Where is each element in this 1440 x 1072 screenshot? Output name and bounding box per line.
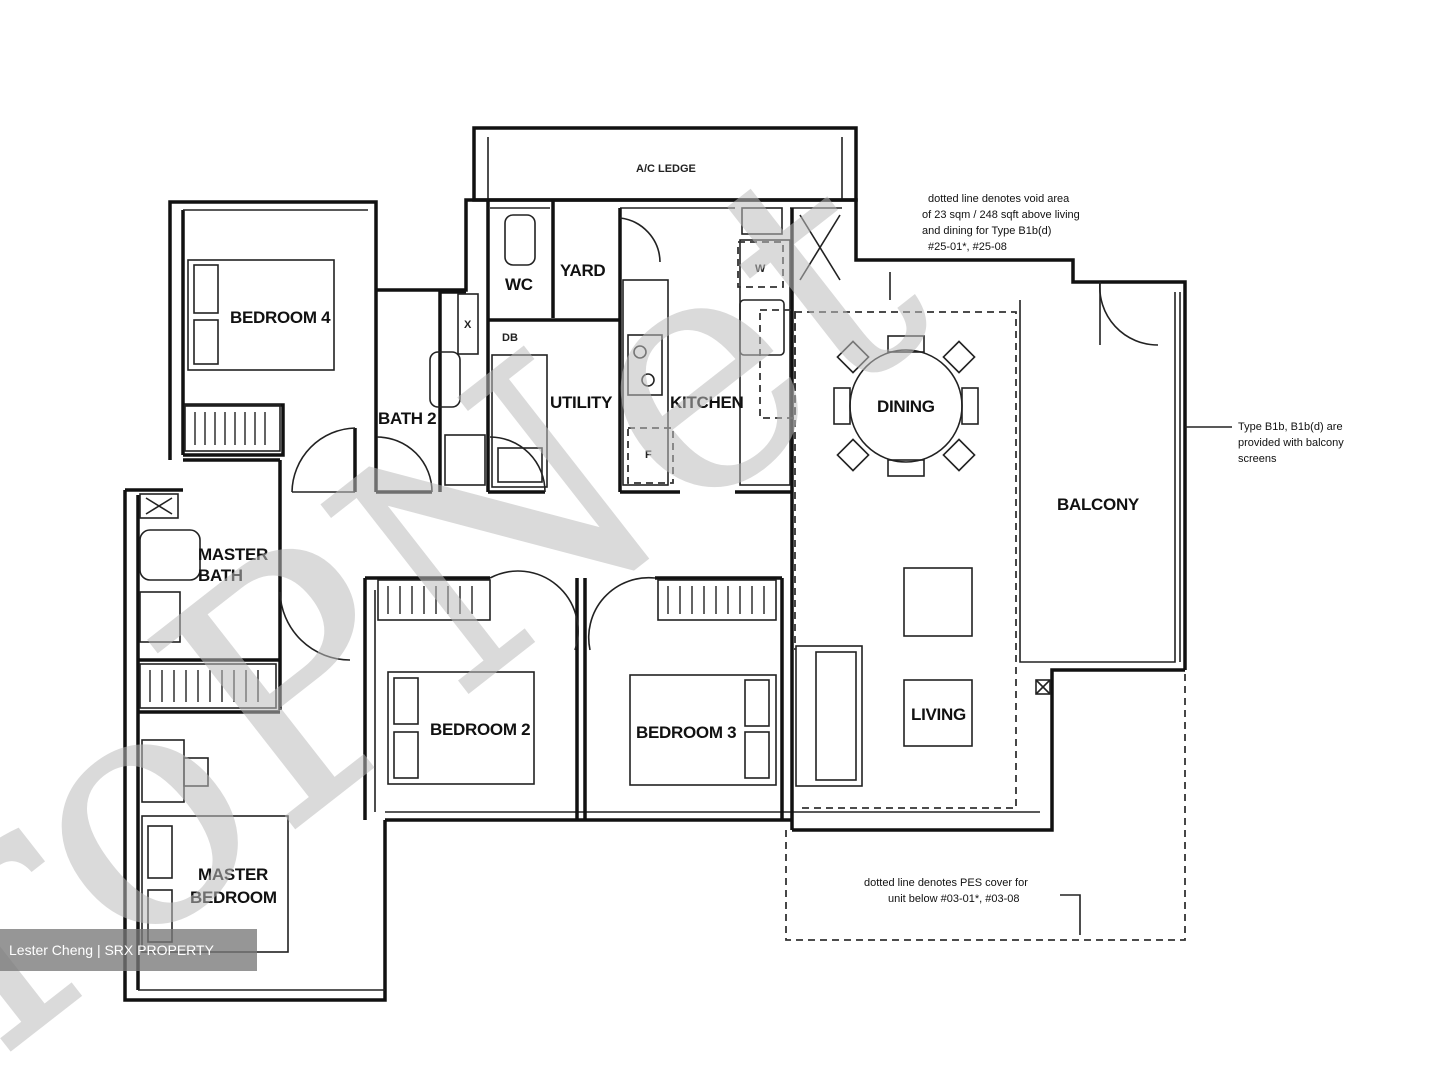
- beds: [141, 259, 777, 953]
- void-note-line4: #25-01*, #25-08: [928, 241, 1007, 253]
- wardrobes: [139, 404, 777, 709]
- balcony-label: BALCONY: [1057, 495, 1140, 514]
- annotations: dotted line denotes void area of 23 sqm …: [864, 193, 1344, 905]
- master-bedroom-label-line1: MASTER: [198, 865, 268, 884]
- dining-table: [833, 335, 979, 477]
- outer-walls: [123, 198, 1187, 1002]
- kitchen-label: KITCHEN: [670, 393, 743, 412]
- living-label: LIVING: [911, 705, 966, 724]
- bedroom4-label: BEDROOM 4: [230, 308, 331, 327]
- ac-ledge-label: A/C LEDGE: [636, 163, 696, 175]
- screens-note-line2: provided with balcony: [1238, 437, 1344, 449]
- bedroom3-label: BEDROOM 3: [636, 723, 736, 742]
- doors: [279, 217, 1159, 661]
- washer-label: W: [755, 263, 766, 275]
- screens-note-line3: screens: [1238, 453, 1277, 465]
- room-labels: BEDROOM 4 WC YARD DB BATH 2 UTILITY KITC…: [190, 261, 1140, 907]
- dining-label: DINING: [877, 397, 935, 416]
- watermark: roPNet: [0, 82, 991, 1072]
- master-bath-label-line2: BATH: [198, 566, 243, 585]
- fridge-label: F: [645, 449, 652, 461]
- master-bedroom-label-line2: BEDROOM: [190, 888, 277, 907]
- yard-label: YARD: [560, 261, 605, 280]
- living-furniture: [795, 567, 973, 787]
- wc-label: WC: [505, 275, 533, 294]
- service-walls: [353, 200, 794, 830]
- utility-label: UTILITY: [550, 393, 613, 412]
- fixtures: [139, 207, 1051, 695]
- void-note-line1: dotted line denotes void area: [928, 193, 1070, 205]
- pes-note-line1: dotted line denotes PES cover for: [864, 877, 1028, 889]
- x-label: X: [464, 319, 472, 331]
- screens-note-line1: Type B1b, B1b(d) are: [1238, 421, 1343, 433]
- dotted-outlines: [785, 272, 1232, 941]
- pes-note-line2: unit below #03-01*, #03-08: [888, 893, 1019, 905]
- photo-credit: Lester Cheng | SRX PROPERTY: [0, 929, 257, 971]
- void-note-line2: of 23 sqm / 248 sqft above living: [922, 209, 1080, 221]
- db-label: DB: [502, 332, 518, 344]
- master-bath-label-line1: MASTER: [198, 545, 268, 564]
- void-note-line3: and dining for Type B1b(d): [922, 225, 1051, 237]
- bedroom2-label: BEDROOM 2: [430, 720, 530, 739]
- bath2-label: BATH 2: [378, 409, 436, 428]
